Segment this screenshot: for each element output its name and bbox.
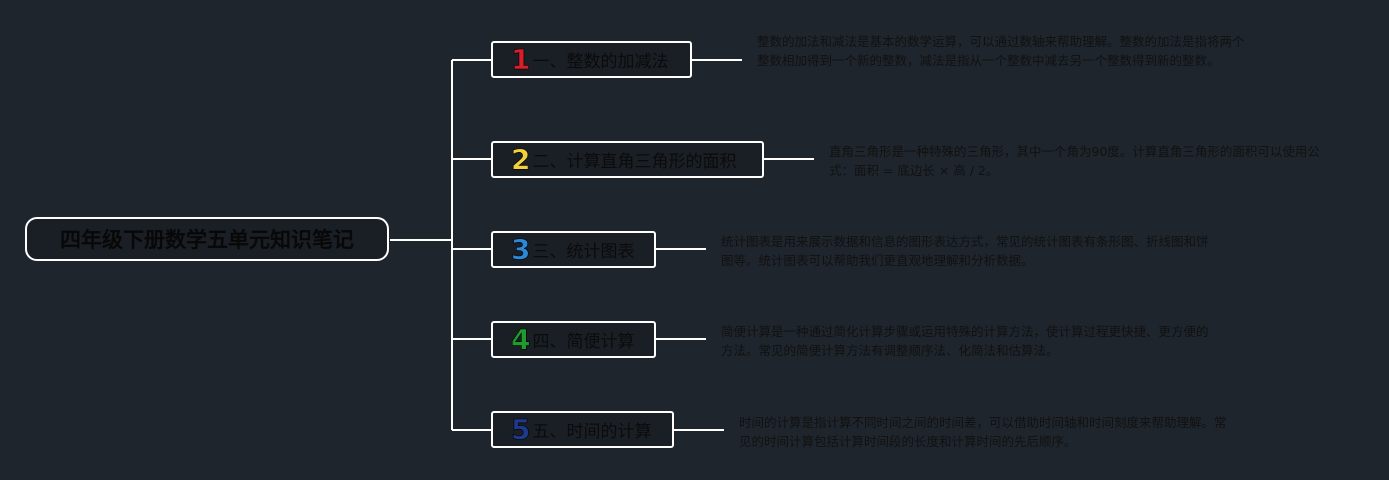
central-topic-label: 四年级下册数学五单元知识笔记 xyxy=(60,228,354,252)
branch-4[interactable]: 4 四、简便计算 xyxy=(491,321,656,358)
branch-1-label: 一、整数的加减法 xyxy=(532,52,669,72)
number-one-icon: 1 xyxy=(511,42,531,76)
branch-2-label: 二、计算直角三角形的面积 xyxy=(532,152,737,172)
branch-2-description: 直角三角形是一种特殊的三角形，其中一个角为90度。计算直角三角形的面积可以使用公… xyxy=(829,144,1320,178)
branch-5-label: 五、时间的计算 xyxy=(532,422,652,442)
branch-3[interactable]: 3 三、统计图表 xyxy=(491,231,656,268)
central-topic[interactable]: 四年级下册数学五单元知识笔记 xyxy=(25,217,389,261)
branch-4-label: 四、简便计算 xyxy=(532,332,635,352)
number-two-icon: 2 xyxy=(511,142,531,176)
branch-1-description: 整数的加法和减法是基本的数学运算，可以通过数轴来帮助理解。整数的加法是指将两个整… xyxy=(757,34,1245,68)
branch-3-description: 统计图表是用来展示数据和信息的图形表达方式，常见的统计图表有条形图、折线图和饼图… xyxy=(721,234,1209,268)
number-five-icon: 5 xyxy=(511,412,531,446)
branch-5-description: 时间的计算是指计算不同时间之间的时间差，可以借助时间轴和时间刻度来帮助理解。常见… xyxy=(739,415,1227,449)
branch-2[interactable]: 2 二、计算直角三角形的面积 xyxy=(491,141,764,178)
branch-3-label: 三、统计图表 xyxy=(532,242,635,262)
branch-1[interactable]: 1 一、整数的加减法 xyxy=(491,41,692,78)
branch-5[interactable]: 5 五、时间的计算 xyxy=(491,411,674,448)
number-three-icon: 3 xyxy=(511,232,531,266)
branch-4-description: 简便计算是一种通过简化计算步骤或运用特殊的计算方法，使计算过程更快捷、更方便的方… xyxy=(721,324,1209,358)
number-four-icon: 4 xyxy=(511,322,531,356)
